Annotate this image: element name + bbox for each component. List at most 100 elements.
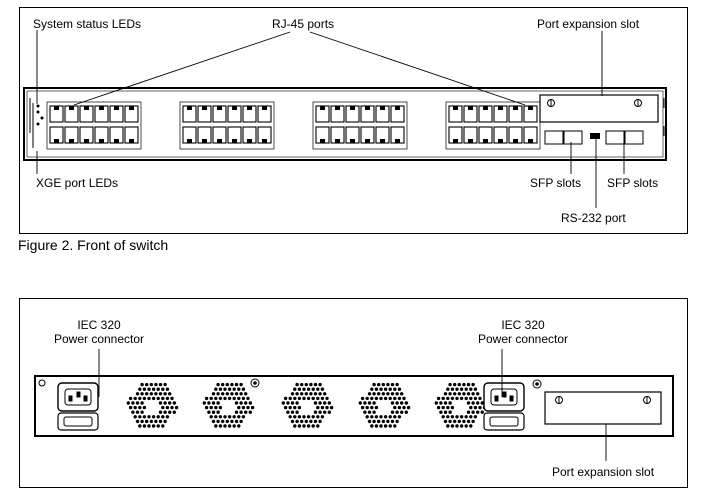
fan-grille-hole (327, 410, 331, 414)
fan-grille-hole (443, 419, 448, 424)
fan-grille-hole (448, 401, 452, 405)
fan-grille-hole (149, 419, 153, 424)
fan-grille-hole (323, 401, 327, 405)
fan-grille-hole (473, 396, 478, 401)
fan-grille-hole (370, 424, 374, 428)
fan-grille-hole (404, 410, 408, 414)
rear-switch-drawing (34, 349, 674, 461)
fan-grille-hole (234, 401, 239, 405)
fan-grille-hole (469, 405, 473, 410)
rj45-port-latch (468, 139, 473, 143)
fan-grille-hole (234, 410, 239, 414)
fan-grille-hole (244, 410, 248, 414)
fan-grille-hole (151, 396, 156, 401)
fan-grille-hole (406, 405, 411, 410)
fan-grille-hole (318, 392, 322, 396)
fan-grille-hole (295, 392, 299, 396)
fan-grille-hole (446, 387, 450, 391)
fan-grille-hole (221, 419, 225, 424)
fan-grille-hole (400, 392, 404, 396)
fan-grille-hole (469, 415, 473, 419)
fan-grille-hole (311, 424, 315, 428)
fan-grille-hole (466, 401, 471, 405)
fan-grille-hole (453, 419, 457, 424)
fan-grille-hole (459, 424, 464, 428)
fan-grille-hole (309, 382, 313, 387)
fan-grilles (126, 382, 487, 428)
fan-grille-hole (459, 387, 464, 391)
fan-grille-hole (214, 387, 218, 391)
fan-grille-hole (365, 415, 369, 419)
fan-grille-hole (297, 424, 302, 428)
fan-grille-hole (400, 410, 404, 414)
fan-grille-hole (386, 419, 390, 424)
fan-grille-hole (209, 415, 213, 419)
fan-grille-hole (320, 405, 325, 410)
fan-grille-hole (455, 424, 459, 428)
fan-grille-hole (395, 419, 399, 424)
fan-grille-hole (225, 392, 229, 396)
fan-grille-hole (138, 405, 142, 410)
fan-grille-hole (320, 396, 325, 401)
rj45-port-latch (380, 106, 385, 110)
fan-grille-hole (161, 424, 165, 428)
fan-grille-hole (216, 382, 220, 387)
fan-grille-hole (163, 419, 167, 424)
fan-grille-hole (232, 424, 236, 428)
fan-grille-hole (288, 396, 292, 401)
fan-grille (126, 382, 179, 428)
fan-grille-hole (151, 415, 156, 419)
fan-grille-hole (327, 401, 331, 405)
fan-grille-hole (239, 410, 243, 414)
fan-grille-hole (404, 401, 408, 405)
fan-grille-hole (286, 410, 290, 414)
fan-grille-hole (295, 382, 299, 387)
fan-grille-hole (204, 405, 209, 410)
port-expansion-slot-rear-label: Port expansion slot (552, 465, 655, 479)
fan-grille-hole (469, 396, 473, 401)
fan-grille-hole (216, 419, 220, 424)
rj45-port-latch (320, 106, 325, 110)
fan-grille-hole (168, 401, 172, 405)
fan-grille-hole (239, 392, 243, 396)
vendor-logo-vertical (29, 98, 34, 148)
fan-grille-hole (239, 419, 243, 424)
fan-grille-hole (248, 401, 252, 405)
fan-grille-hole (370, 415, 374, 419)
callout-rj45-right (309, 31, 526, 106)
fan-grille-hole (363, 410, 367, 414)
fan-grille-hole (156, 396, 160, 401)
fan-grille-hole (402, 405, 406, 410)
fan-grille-hole (147, 387, 151, 391)
rj45-port-latch (365, 106, 370, 110)
rj45-port-latch (129, 106, 134, 110)
fan-grille-hole (436, 405, 441, 410)
fan-grille-hole (149, 382, 153, 387)
fan-grille-hole (446, 396, 450, 401)
fan-grille-hole (168, 410, 172, 414)
fan-grille (434, 382, 487, 428)
fan-grille-hole (390, 419, 395, 424)
power-connector-right (483, 382, 525, 431)
fan-grille-hole (126, 401, 130, 405)
fan-grille-hole (471, 392, 475, 396)
rj45-port-latch (453, 139, 458, 143)
fan-grille-hole (221, 392, 225, 396)
callout-rj45-left (73, 31, 291, 106)
fan-grille-hole (386, 392, 390, 396)
fan-grille-hole (232, 415, 236, 419)
fan-grille-hole (227, 387, 232, 391)
rj45-ports-label: RJ-45 ports (272, 17, 335, 31)
fan-grille-hole (464, 396, 468, 401)
fan-grille-hole (309, 392, 313, 396)
fan-grille-hole (462, 419, 466, 424)
fan-grille-hole (325, 396, 329, 401)
fan-grille-hole (302, 387, 306, 391)
port-expansion-slot-front (539, 94, 659, 123)
fan-grille-hole (202, 401, 206, 405)
fan-grille-hole (163, 382, 167, 387)
fan-grille-hole (453, 382, 457, 387)
fan-grille-hole (306, 424, 311, 428)
fan-grille-hole (145, 392, 149, 396)
fan-grille-hole (241, 396, 246, 401)
